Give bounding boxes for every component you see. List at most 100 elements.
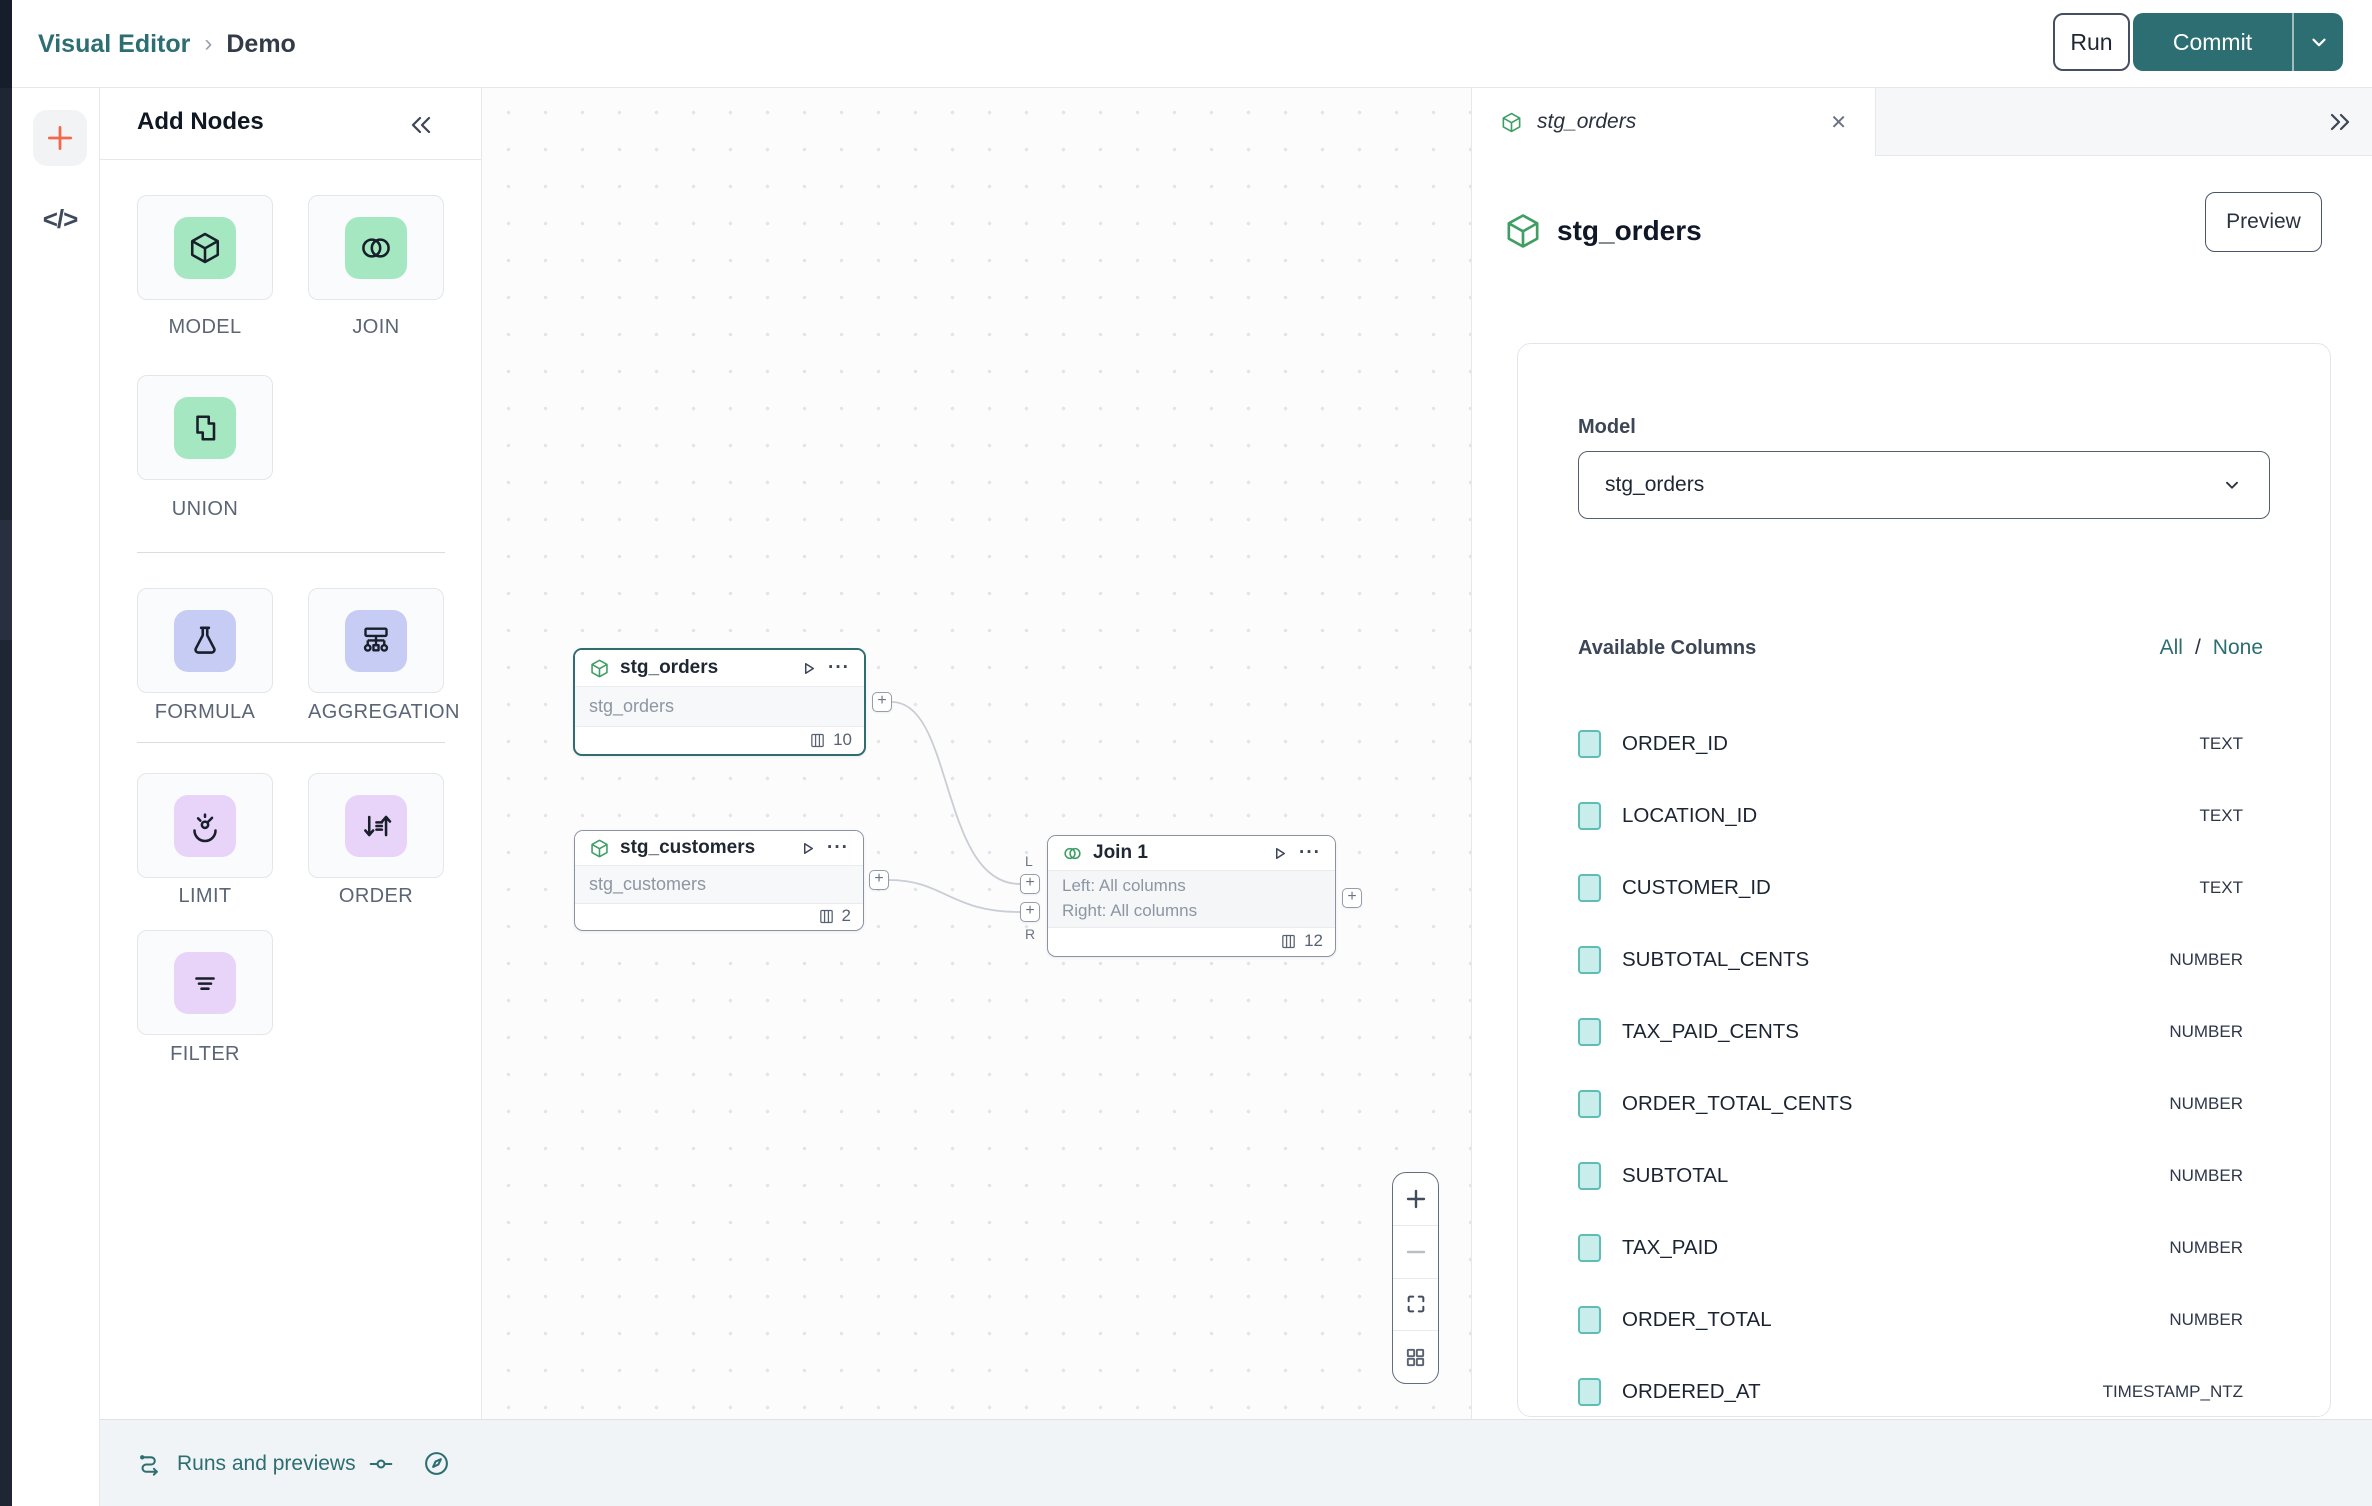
breadcrumb-visual-editor-link[interactable]: Visual Editor — [38, 29, 191, 58]
divider — [137, 742, 445, 743]
output-port-join[interactable]: + — [1342, 888, 1362, 908]
runs-and-previews-toggle[interactable]: Runs and previews — [136, 1420, 356, 1506]
column-checkbox[interactable] — [1578, 946, 1601, 974]
model-select[interactable]: stg_orders — [1578, 451, 2270, 519]
run-button[interactable]: Run — [2053, 13, 2130, 71]
plus-icon — [44, 122, 76, 154]
column-name: CUSTOMER_ID — [1622, 876, 1771, 899]
node-card-union[interactable] — [137, 375, 273, 480]
column-row: TAX_PAID_CENTS NUMBER — [1578, 996, 2243, 1068]
aggregation-icon — [345, 609, 407, 672]
column-type: NUMBER — [2169, 950, 2243, 969]
node-menu-icon[interactable]: ··· — [827, 837, 849, 858]
collapse-panel-button[interactable] — [406, 110, 436, 140]
column-count: 12 — [1304, 931, 1323, 950]
chevron-down-icon — [2308, 31, 2330, 53]
column-type: NUMBER — [2169, 1310, 2243, 1329]
column-type: TEXT — [2199, 734, 2243, 753]
chevron-down-icon — [2221, 474, 2243, 496]
node-card-filter[interactable] — [137, 930, 273, 1035]
close-icon[interactable]: ✕ — [1830, 111, 1847, 134]
columns-icon — [809, 732, 826, 749]
column-checkbox[interactable] — [1578, 730, 1601, 758]
collapsed-sidebar-edge — [0, 0, 12, 1506]
canvas-node-join-1[interactable]: Join 1 ··· Left: All columns Right: All … — [1047, 835, 1336, 957]
column-name: SUBTOTAL — [1622, 1164, 1729, 1187]
select-all-link[interactable]: All — [2159, 636, 2183, 659]
fit-view-button[interactable] — [1393, 1277, 1438, 1331]
filter-icon — [174, 951, 236, 1014]
node-config-card: Model stg_orders Available Columns All /… — [1517, 343, 2331, 1417]
play-icon[interactable] — [799, 659, 818, 678]
column-name: TAX_PAID_CENTS — [1622, 1020, 1799, 1043]
column-name: ORDER_TOTAL — [1622, 1308, 1772, 1331]
column-checkbox[interactable] — [1578, 1378, 1601, 1406]
column-name: ORDERED_AT — [1622, 1380, 1761, 1403]
add-button[interactable] — [33, 110, 87, 166]
code-view-button[interactable]: </> — [34, 202, 86, 236]
column-name: TAX_PAID — [1622, 1236, 1719, 1259]
bottom-bar: Runs and previews — [100, 1419, 2372, 1506]
preview-button[interactable]: Preview — [2205, 192, 2322, 252]
column-checkbox[interactable] — [1578, 874, 1601, 902]
auto-layout-button[interactable] — [1393, 1330, 1438, 1383]
node-body: stg_orders — [575, 687, 864, 727]
column-checkbox[interactable] — [1578, 1018, 1601, 1046]
column-checkbox[interactable] — [1578, 802, 1601, 830]
node-card-label: LIMIT — [178, 885, 232, 907]
node-menu-icon[interactable]: ··· — [828, 657, 850, 678]
node-menu-icon[interactable]: ··· — [1299, 842, 1321, 863]
column-name: LOCATION_ID — [1622, 804, 1758, 827]
model-icon — [174, 216, 236, 279]
zoom-out-button[interactable] — [1393, 1224, 1438, 1278]
available-columns-list: ORDER_ID TEXT LOCATION_ID TEXT CUSTOMER_… — [1578, 708, 2243, 1416]
column-row: SUBTOTAL_CENTS NUMBER — [1578, 924, 2243, 996]
canvas-node-stg-orders[interactable]: stg_orders ··· stg_orders 10 — [573, 648, 866, 756]
tab-stg-orders[interactable]: stg_orders ✕ — [1472, 88, 1876, 156]
inspector-panel: stg_orders ✕ stg_orders ··· Preview Mode… — [1472, 88, 2372, 1419]
play-icon[interactable] — [1270, 844, 1289, 863]
node-card-label: MODEL — [168, 316, 242, 338]
node-title: stg_customers — [620, 837, 756, 858]
join-left-input-port[interactable]: + — [1020, 874, 1040, 894]
breadcrumb-separator-icon: › — [204, 30, 213, 57]
model-select-value: stg_orders — [1605, 473, 1705, 496]
column-row: ORDER_ID TEXT — [1578, 708, 2243, 780]
available-columns-label: Available Columns — [1578, 636, 1757, 659]
node-title: Join 1 — [1093, 842, 1148, 863]
join-left-port-label: L — [1025, 853, 1033, 869]
column-type: NUMBER — [2169, 1022, 2243, 1041]
expand-panel-button[interactable] — [2324, 107, 2354, 137]
column-checkbox[interactable] — [1578, 1306, 1601, 1334]
select-none-link[interactable]: None — [2212, 636, 2263, 659]
join-right-input-port[interactable]: + — [1020, 902, 1040, 922]
node-body: stg_customers — [575, 866, 863, 904]
zoom-in-button[interactable] — [1393, 1173, 1438, 1225]
node-card-limit[interactable] — [137, 773, 273, 878]
output-port-stg-orders[interactable]: + — [872, 692, 892, 712]
node-card-order[interactable] — [308, 773, 444, 878]
join-left-config: Left: All columns — [1062, 876, 1186, 896]
order-icon — [345, 794, 407, 857]
canvas-node-stg-customers[interactable]: stg_customers ··· stg_customers 2 — [574, 830, 864, 931]
node-card-formula[interactable] — [137, 588, 273, 693]
column-checkbox[interactable] — [1578, 1090, 1601, 1118]
node-card-aggregation[interactable] — [308, 588, 444, 693]
column-row: ORDER_TOTAL NUMBER — [1578, 1284, 2243, 1356]
commit-dropdown-button[interactable] — [2292, 13, 2343, 71]
commit-button[interactable]: Commit — [2133, 13, 2292, 71]
column-checkbox[interactable] — [1578, 1234, 1601, 1262]
formula-icon — [174, 609, 236, 672]
play-icon[interactable] — [798, 839, 817, 858]
node-card-join[interactable] — [308, 195, 444, 300]
git-commit-icon[interactable] — [368, 1420, 394, 1506]
compass-icon[interactable] — [422, 1420, 451, 1506]
canvas-zoom-controls — [1392, 1172, 1439, 1384]
column-checkbox[interactable] — [1578, 1162, 1601, 1190]
node-card-model[interactable] — [137, 195, 273, 300]
node-header: stg_orders ··· — [575, 650, 864, 687]
column-type: TEXT — [2199, 878, 2243, 897]
model-cube-icon — [1503, 211, 1543, 251]
node-header: Join 1 ··· — [1048, 836, 1335, 871]
output-port-stg-customers[interactable]: + — [869, 870, 889, 890]
